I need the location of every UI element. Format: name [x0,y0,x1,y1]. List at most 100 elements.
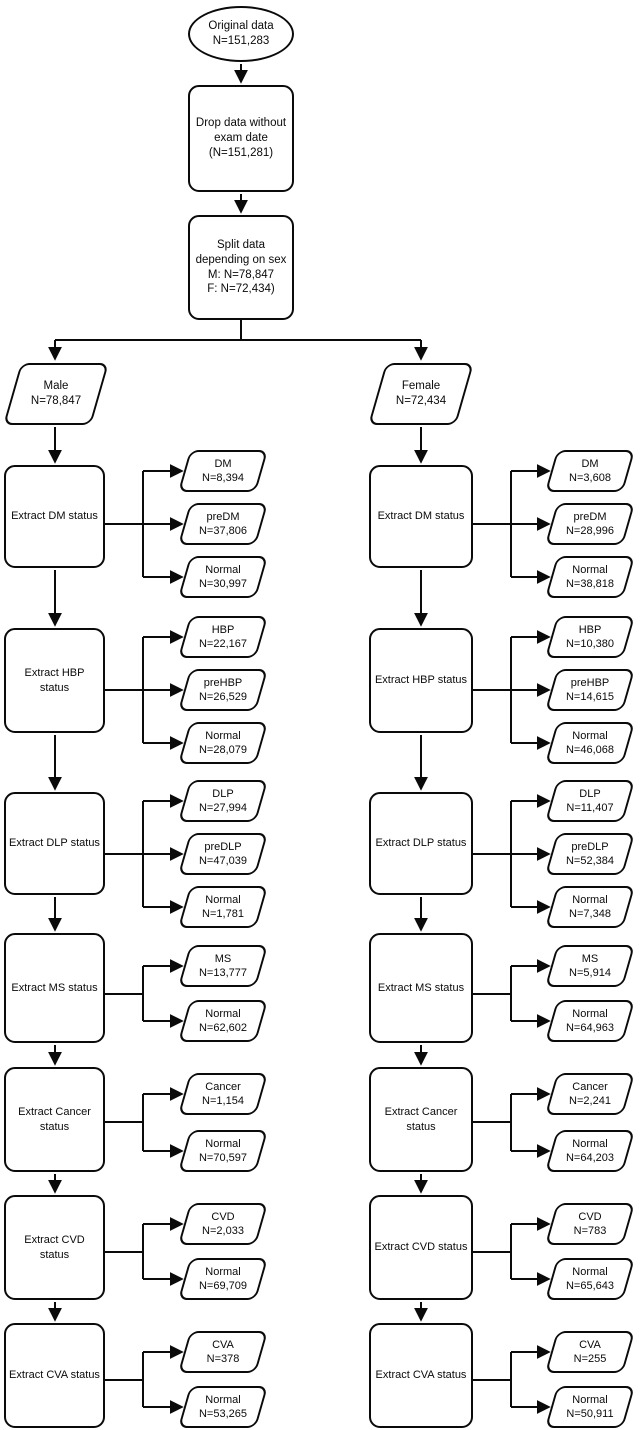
output-n: N=255 [573,1353,607,1365]
node-n-male: M: N=78,847 [207,268,275,281]
output-male-cva: CVA N=378 [177,1331,269,1373]
output-label: MS [581,952,599,965]
output-female-cva: CVA N=255 [544,1331,636,1373]
output-n: N=3,608 [569,472,611,484]
output-n: N=2,241 [569,1095,611,1107]
output-label: Cancer [205,1080,241,1093]
box-female-cancer: Extract Cancer status [369,1067,473,1172]
box-female-ms: Extract MS status [369,933,473,1043]
output-label: DLP [212,787,234,800]
output-label: CVA [579,1338,601,1351]
output-label: preDM [206,510,240,523]
box-label: Extract DLP status [9,837,100,850]
output-label: HBP [578,623,602,636]
box-female-dlp: Extract DLP status [369,792,473,895]
output-label: DM [214,457,232,470]
box-male-dlp: Extract DLP status [4,792,105,895]
node-original-data: Original data N=151,283 [188,6,294,62]
output-label: Normal [205,563,241,576]
output-n: N=38,818 [565,578,614,590]
box-male-ms: Extract MS status [4,933,105,1043]
output-n: N=783 [573,1225,607,1237]
node-female-entry: Female N=72,434 [368,363,474,425]
output-n: N=46,068 [565,744,614,756]
output-n: N=37,806 [198,525,247,537]
output-n: N=64,203 [565,1152,614,1164]
output-male-predm: preDM N=37,806 [177,503,269,545]
box-male-cva: Extract CVA status [4,1323,105,1428]
output-n: N=2,033 [202,1225,244,1237]
output-n: N=28,996 [565,525,614,537]
output-n: N=14,615 [565,691,614,703]
box-male-dm: Extract DM status [4,465,105,568]
output-label: CVA [212,1338,234,1351]
output-female-ms: MS N=5,914 [544,945,636,987]
output-n: N=22,167 [198,638,247,650]
output-n: N=10,380 [565,638,614,650]
connector-arrows [48,64,551,1414]
node-n-female: F: N=72,434) [207,283,275,296]
output-n: N=378 [206,1353,240,1365]
output-label: Normal [572,1265,608,1278]
output-label: Normal [205,729,241,742]
output-n: N=7,348 [569,908,611,920]
node-split-data: Split data depending on sex M: N=78,847 … [188,215,294,320]
output-label: DLP [579,787,601,800]
node-label: Split data depending on sex [195,238,287,266]
output-n: N=64,963 [565,1022,614,1034]
node-n: N=78,847 [30,395,82,407]
output-label: Normal [205,1393,241,1406]
output-label: Normal [205,893,241,906]
output-label: Normal [572,893,608,906]
output-label: Normal [572,1007,608,1020]
output-n: N=1,154 [202,1095,244,1107]
box-label: Extract MS status [377,981,465,994]
box-male-cvd: Extract CVD status [4,1195,105,1300]
output-n: N=53,265 [198,1408,247,1420]
box-label: Extract DM status [377,510,465,523]
output-label: preDLP [204,840,242,853]
box-label: Extract HBP status [374,674,468,687]
box-label: Extract Cancer status [18,1106,91,1133]
node-label: Original data [208,20,274,33]
box-label: Extract DLP status [375,837,467,850]
node-label: Female [401,380,441,393]
output-n: N=1,781 [202,908,244,920]
box-label: Extract MS status [11,981,98,994]
output-n: N=5,914 [569,967,611,979]
output-n: N=30,997 [198,578,247,590]
output-n: N=69,709 [198,1280,247,1292]
output-n: N=52,384 [565,855,614,867]
box-label: Extract CVA status [375,1369,467,1382]
output-label: CVD [578,1210,602,1223]
output-label: Normal [572,563,608,576]
box-female-cva: Extract CVA status [369,1323,473,1428]
output-n: N=13,777 [198,967,247,979]
output-label: Normal [205,1137,241,1150]
output-label: Normal [205,1007,241,1020]
node-label: Drop data without exam date [195,117,287,145]
node-n: (N=151,281) [208,146,274,159]
output-label: Cancer [572,1080,608,1093]
